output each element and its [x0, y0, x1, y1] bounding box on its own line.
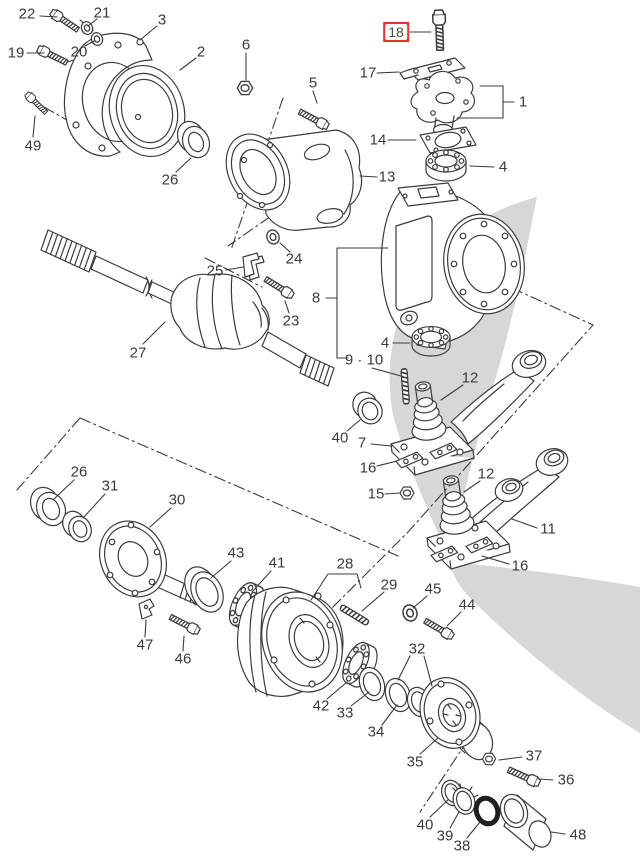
- part-label-13[interactable]: 13: [378, 168, 396, 186]
- part-label-8[interactable]: 8: [311, 289, 321, 307]
- part-43-seal: [184, 566, 224, 613]
- part-label-30[interactable]: 30: [168, 491, 186, 509]
- part-label-43[interactable]: 43: [227, 544, 245, 562]
- part-26-seal-upper: [176, 120, 211, 159]
- part-label-44[interactable]: 44: [458, 596, 476, 614]
- part-label-4-upper[interactable]: 4: [498, 158, 508, 176]
- part-label-9-10[interactable]: 9 · 10: [344, 351, 384, 369]
- part-47-lock-clip: [138, 598, 155, 620]
- part-label-38[interactable]: 38: [453, 837, 471, 855]
- part-label-37[interactable]: 37: [525, 747, 543, 765]
- part-2-gasket-ring: [108, 64, 186, 158]
- part-label-49[interactable]: 49: [24, 137, 42, 155]
- part-25-lock-clip: [242, 252, 265, 281]
- part-label-27[interactable]: 27: [129, 344, 147, 362]
- part-label-34[interactable]: 34: [367, 723, 385, 741]
- part-35-drive-flange: [419, 677, 494, 761]
- part-label-47[interactable]: 47: [136, 636, 154, 654]
- part-label-42[interactable]: 42: [312, 697, 330, 715]
- part-label-14[interactable]: 14: [369, 131, 387, 149]
- part-label-17[interactable]: 17: [359, 64, 377, 82]
- part-39-lock-ring: [452, 783, 479, 815]
- part-label-48[interactable]: 48: [569, 826, 587, 844]
- part-label-12-lower[interactable]: 12: [477, 465, 495, 483]
- part-label-28[interactable]: 28: [336, 555, 354, 573]
- part-label-29[interactable]: 29: [380, 576, 398, 594]
- part-label-46[interactable]: 46: [174, 650, 192, 668]
- part-label-12-upper[interactable]: 12: [461, 369, 479, 387]
- part-30-spindle: [99, 520, 209, 608]
- part-label-24[interactable]: 24: [285, 250, 303, 268]
- part-label-16-upper[interactable]: 16: [359, 459, 377, 477]
- part-34-ring: [384, 677, 412, 713]
- part-label-31[interactable]: 31: [101, 477, 119, 495]
- part-label-45[interactable]: 45: [424, 580, 442, 598]
- part-label-26-upper[interactable]: 26: [161, 171, 179, 189]
- part-label-41[interactable]: 41: [268, 554, 286, 572]
- part-38-o-ring: [473, 795, 501, 827]
- part-label-32[interactable]: 32: [408, 640, 426, 658]
- part-label-3[interactable]: 3: [157, 11, 167, 29]
- part-label-5[interactable]: 5: [308, 74, 318, 92]
- part-label-25[interactable]: 25: [206, 262, 224, 280]
- part-label-16-lower[interactable]: 16: [511, 557, 529, 575]
- part-label-11[interactable]: 11: [540, 520, 556, 538]
- part-14-gasket: [419, 126, 477, 154]
- part-label-40-upper[interactable]: 40: [331, 429, 349, 447]
- part-label-33[interactable]: 33: [336, 704, 354, 722]
- part-label-36[interactable]: 36: [557, 771, 575, 789]
- part-label-23[interactable]: 23: [282, 312, 300, 330]
- part-8-steering-knuckle: [380, 182, 525, 350]
- part-28-wheel-hub: [236, 586, 344, 697]
- part-label-18-highlighted[interactable]: 18: [383, 22, 409, 42]
- part-label-26-lower[interactable]: 26: [70, 463, 88, 481]
- part-40-bushing-upper: [352, 391, 383, 425]
- part-label-22[interactable]: 22: [18, 5, 36, 23]
- part-label-21[interactable]: 21: [93, 4, 111, 22]
- part-label-40-lower[interactable]: 40: [416, 816, 434, 834]
- part-label-2[interactable]: 2: [196, 43, 206, 61]
- part-label-15[interactable]: 15: [367, 485, 385, 503]
- part-27-axle-shaft: [40, 229, 335, 387]
- part-label-19[interactable]: 19: [7, 44, 25, 62]
- part-label-6[interactable]: 6: [241, 36, 251, 54]
- part-label-4-lower[interactable]: 4: [380, 334, 390, 352]
- part-17-lock-plate: [399, 57, 466, 81]
- part-label-18-text: 18: [385, 24, 407, 40]
- part-11-steering-arm-assembly: [426, 448, 569, 570]
- part-31-bushing: [62, 510, 92, 543]
- part-1-knuckle-cap: [410, 70, 475, 137]
- part-label-1[interactable]: 1: [518, 93, 528, 111]
- part-label-20[interactable]: 20: [70, 43, 88, 61]
- leader-lines: [26, 15, 566, 839]
- part-48-cap: [499, 793, 552, 851]
- part-label-39[interactable]: 39: [436, 827, 454, 845]
- part-label-7[interactable]: 7: [357, 434, 367, 452]
- part-26-seal-lower: [29, 486, 67, 527]
- part-label-35[interactable]: 35: [406, 753, 424, 771]
- part-33-ring: [358, 666, 386, 702]
- part-13-axle-housing: [225, 129, 363, 231]
